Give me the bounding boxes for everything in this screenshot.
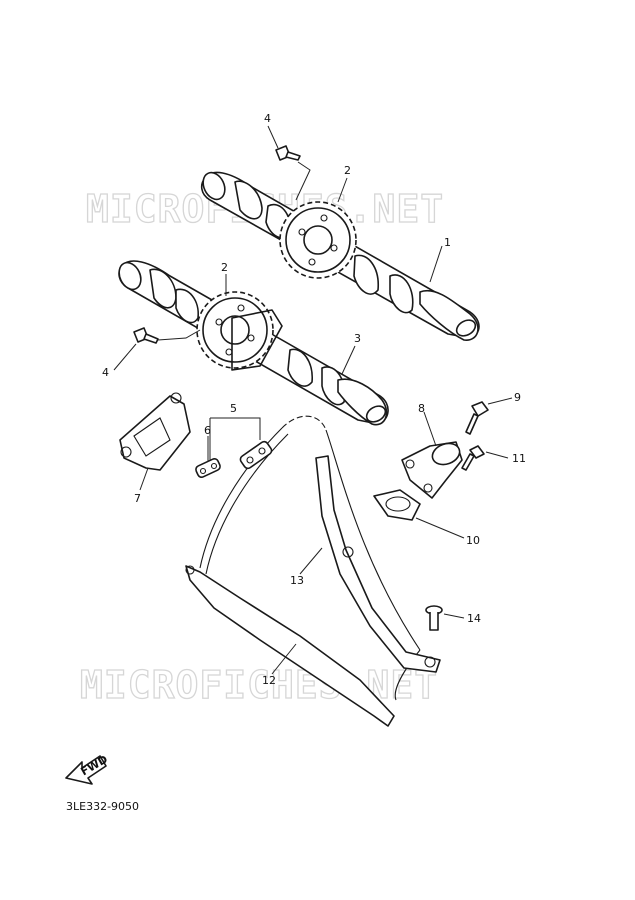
fwd-arrow-icon: FWD <box>65 753 110 785</box>
cam-sprocket-upper[interactable] <box>279 201 357 279</box>
callout-8: 8 <box>418 402 425 415</box>
chain-tensioner[interactable] <box>401 440 463 499</box>
callout-4-upper: 4 <box>264 112 271 125</box>
callout-3: 3 <box>354 332 361 345</box>
callout-6: 6 <box>204 424 211 437</box>
tensioner-bolt-upper[interactable] <box>465 401 489 435</box>
chain-guide-stopper[interactable] <box>119 392 191 471</box>
callout-4-lower: 4 <box>102 366 109 379</box>
bolt-upper[interactable] <box>275 145 301 161</box>
leader-lines <box>113 125 513 675</box>
callout-11: 11 <box>512 452 526 465</box>
callout-5: 5 <box>230 402 237 415</box>
callout-10: 10 <box>466 534 480 547</box>
chain-link-plate[interactable] <box>195 457 222 478</box>
callout-9: 9 <box>514 391 521 404</box>
bolt-lower[interactable] <box>133 327 159 344</box>
diagram-code: 3LE332-9050 <box>66 800 139 813</box>
callout-1: 1 <box>444 236 451 249</box>
tensioner-bolt-lower[interactable] <box>461 445 485 471</box>
chain-link-joint[interactable] <box>239 440 273 470</box>
timing-chain-guide-tensioner[interactable] <box>315 455 441 673</box>
callout-12: 12 <box>262 674 276 687</box>
callout-2-upper: 2 <box>344 164 351 177</box>
guide-bolt[interactable] <box>425 605 443 631</box>
callout-13: 13 <box>290 574 304 587</box>
tensioner-gasket[interactable] <box>373 489 421 521</box>
timing-chain-guide-lower[interactable] <box>185 565 395 727</box>
callout-7: 7 <box>134 492 141 505</box>
callout-14: 14 <box>467 612 481 625</box>
watermark-bottom: MICROFICHES.NET <box>80 663 438 707</box>
callout-2-lower: 2 <box>221 261 228 274</box>
cam-sprocket-lower[interactable] <box>196 291 283 371</box>
